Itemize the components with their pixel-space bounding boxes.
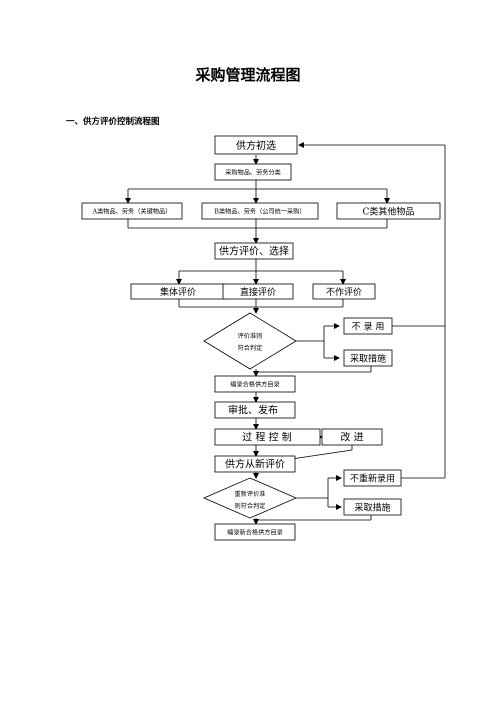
- node-compile-new-list-label: 编录新合格供方目录: [227, 529, 283, 537]
- node-reject: 不 录 用: [343, 317, 393, 335]
- decision-re-criteria-line2: 则符合判定: [235, 502, 266, 510]
- node-category-b: B类物品、劳务（公司统一采购）: [201, 202, 319, 220]
- node-category-c: C类其他物品: [336, 202, 441, 220]
- node-initial-selection: 供方初选: [214, 135, 298, 155]
- node-direct-eval: 直接评价: [222, 283, 294, 300]
- node-initial-selection-label: 供方初选: [236, 139, 276, 152]
- node-compile-new-list: 编录新合格供方目录: [214, 523, 296, 541]
- node-take-measures-1-label: 采取措施: [350, 353, 386, 365]
- node-process-control: 过 程 控 制: [214, 428, 321, 446]
- node-re-evaluate: 供方从新评价: [214, 455, 296, 473]
- node-no-re-hire-label: 不重新录用: [350, 473, 395, 485]
- node-improve-label: 改 进: [340, 431, 363, 444]
- connectors: [125, 142, 446, 525]
- node-evaluate-select-label: 供方评价、选择: [219, 245, 289, 258]
- page-title: 采购管理流程图: [195, 66, 301, 84]
- node-collective-eval-label: 集体评价: [160, 286, 196, 298]
- node-re-evaluate-label: 供方从新评价: [225, 458, 285, 471]
- node-approve-publish: 审批、发布: [214, 401, 296, 419]
- node-category-b-label: B类物品、劳务（公司统一采购）: [214, 208, 305, 216]
- decision-criteria: 评价准则 符合判定: [203, 312, 297, 370]
- node-direct-eval-label: 直接评价: [240, 286, 276, 298]
- node-category-a: A类物品、劳务（关键物品）: [81, 202, 183, 220]
- node-no-re-hire: 不重新录用: [343, 469, 402, 487]
- node-evaluate-select: 供方评价、选择: [214, 242, 294, 260]
- decision-re-criteria: 重新评价准 则符合判定: [202, 477, 298, 519]
- node-improve: 改 进: [321, 428, 383, 446]
- node-compile-list: 编录合格供方目录: [214, 375, 296, 393]
- node-take-measures-2-label: 采取措施: [354, 502, 390, 514]
- node-classification-label: 采购物品、劳务分类: [225, 169, 281, 177]
- node-no-eval-label: 不作评价: [326, 286, 362, 298]
- node-compile-list-label: 编录合格供方目录: [230, 381, 280, 389]
- decision-criteria-line1: 评价准则: [238, 332, 263, 340]
- node-take-measures-2: 采取措施: [343, 498, 402, 516]
- node-process-control-label: 过 程 控 制: [242, 431, 292, 444]
- node-category-c-label: C类其他物品: [363, 206, 415, 218]
- node-category-a-label: A类物品、劳务（关键物品）: [92, 208, 172, 216]
- node-collective-eval: 集体评价: [130, 283, 226, 300]
- decision-criteria-line2: 符合判定: [238, 344, 263, 352]
- node-classification: 采购物品、劳务分类: [214, 163, 292, 181]
- decision-re-criteria-line1: 重新评价准: [235, 490, 266, 498]
- section-title: 一、供方评价控制流程图: [66, 117, 160, 127]
- node-take-measures-1: 采取措施: [343, 349, 393, 367]
- node-approve-publish-label: 审批、发布: [228, 404, 278, 417]
- node-reject-label: 不 录 用: [352, 322, 385, 333]
- node-no-eval: 不作评价: [312, 283, 376, 300]
